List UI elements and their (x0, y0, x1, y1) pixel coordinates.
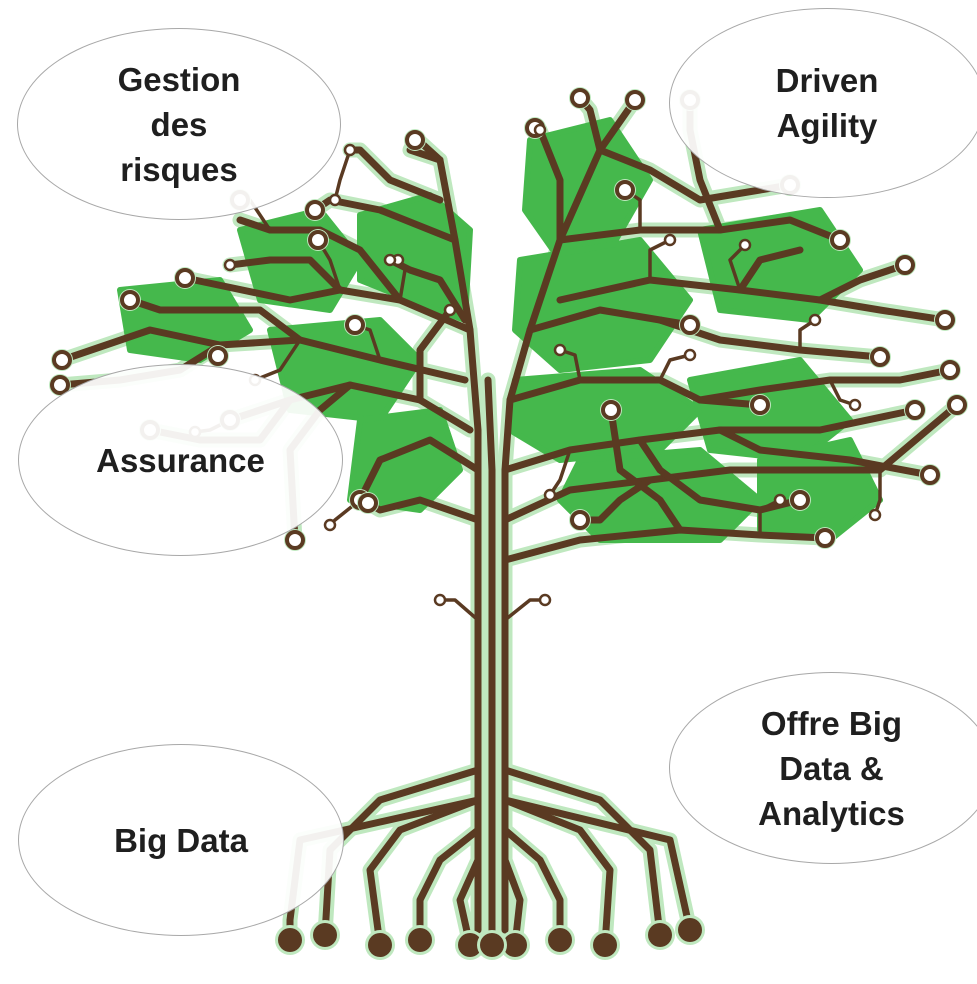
root-pad-7 (593, 933, 617, 957)
trace-47 (736, 246, 804, 294)
pad-4 (358, 493, 378, 513)
dot-7 (848, 398, 862, 412)
pad-18 (895, 255, 915, 275)
pad-12 (750, 395, 770, 415)
foliage-region-11 (347, 407, 463, 513)
trace-11 (501, 766, 664, 939)
pad-19 (920, 465, 940, 485)
trace-4 (456, 856, 482, 949)
pad-21 (790, 490, 810, 510)
twig-12 (758, 498, 782, 537)
root-pad-1 (458, 933, 482, 957)
trace-2 (484, 376, 496, 934)
pad-17 (935, 310, 955, 330)
pad-5 (305, 200, 325, 220)
trace-24 (126, 296, 304, 344)
root-pad-5 (548, 928, 572, 952)
bubble-driven-agility: Driven Agility (669, 8, 977, 198)
dot-12 (683, 348, 697, 362)
pad-26 (50, 375, 70, 395)
trace-0 (414, 136, 482, 934)
trace-halo-28 (412, 302, 458, 408)
pad-15 (815, 528, 835, 548)
dot-9 (773, 493, 787, 507)
pad-0 (175, 268, 195, 288)
dot-14 (433, 593, 447, 607)
trace-32 (501, 401, 961, 524)
pad-13 (905, 400, 925, 420)
foliage-region-2 (512, 237, 693, 373)
trace-12 (501, 796, 694, 934)
trace-33 (501, 526, 829, 564)
dot-6 (808, 313, 822, 327)
dot-16 (383, 253, 397, 267)
trace-9 (501, 856, 524, 949)
root-pad-4 (278, 928, 302, 952)
pad-7 (625, 90, 645, 110)
pad-20 (601, 400, 621, 420)
pad-32 (615, 180, 635, 200)
trace-31 (501, 406, 919, 474)
pad-23 (940, 360, 960, 380)
dot-17 (223, 258, 237, 272)
bubble-assurance: Assurance (18, 364, 343, 556)
root-pad-0 (408, 928, 432, 952)
root-pad-3 (313, 923, 337, 947)
trace-17 (356, 436, 482, 504)
trace-36 (556, 276, 949, 324)
trace-41 (636, 436, 804, 514)
pad-16 (870, 347, 890, 367)
dot-19 (443, 303, 457, 317)
bubble-big-data: Big Data (18, 744, 344, 936)
pad-11 (680, 315, 700, 335)
root-pad-10 (480, 933, 504, 957)
root-pad-8 (648, 923, 672, 947)
pad-29 (308, 230, 328, 250)
pad-34 (570, 510, 590, 530)
trace-10 (501, 796, 614, 949)
bubble-gestion-des-risques: Gestion des risques (17, 28, 341, 220)
pad-6 (405, 130, 425, 150)
trace-15 (58, 326, 469, 384)
trace-8 (501, 826, 564, 944)
pad-24 (208, 346, 228, 366)
trace-28 (416, 306, 454, 404)
dot-10 (543, 488, 557, 502)
dot-4 (663, 233, 677, 247)
pad-27 (120, 290, 140, 310)
pad-14 (947, 395, 967, 415)
root-pad-2 (368, 933, 392, 957)
dot-1 (328, 193, 342, 207)
bubble-offre-big-data-analytics: Offre Big Data & Analytics (669, 672, 977, 864)
pad-1 (52, 350, 72, 370)
pad-31 (285, 530, 305, 550)
dot-8 (868, 508, 882, 522)
dot-11 (553, 343, 567, 357)
trace-46 (607, 406, 684, 534)
trace-23 (226, 256, 344, 294)
tree-traces (56, 94, 961, 949)
trace-1 (501, 96, 639, 934)
trace-5 (366, 796, 482, 949)
root-pad-6 (503, 933, 527, 957)
dot-13 (538, 593, 552, 607)
twig-8 (728, 243, 747, 292)
twig-7 (648, 238, 672, 282)
dot-18 (343, 143, 357, 157)
dot-5 (738, 238, 752, 252)
trace-42 (716, 426, 934, 479)
twig-15 (658, 353, 692, 382)
trace-43 (816, 261, 909, 304)
pad-9 (570, 88, 590, 108)
pad-30 (345, 315, 365, 335)
pad-22 (830, 230, 850, 250)
trace-3 (416, 826, 482, 944)
twig-5 (333, 148, 352, 202)
dot-20 (533, 123, 547, 137)
dot-15 (323, 518, 337, 532)
root-pad-9 (678, 918, 702, 942)
